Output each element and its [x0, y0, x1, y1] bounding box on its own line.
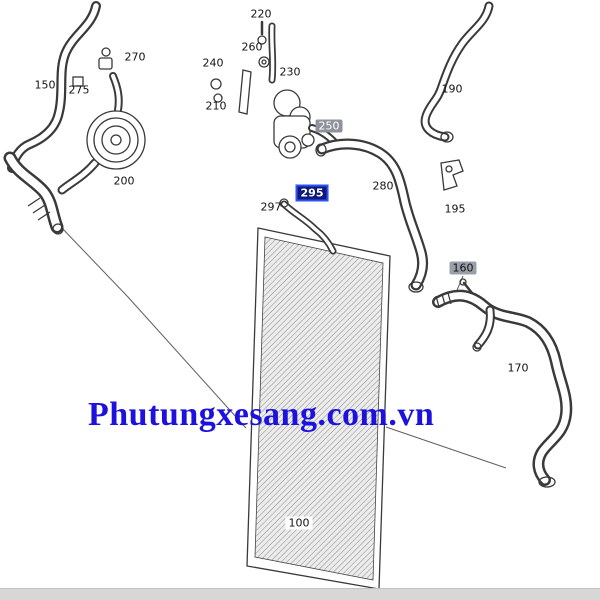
- hose-clamp-270: [98, 47, 113, 70]
- site-watermark: Phutungxesang.com.vn: [88, 396, 435, 433]
- hose-190: [425, 6, 489, 143]
- part-label-160[interactable]: 160: [449, 261, 477, 275]
- hose-297: [279, 198, 333, 251]
- part-label-240[interactable]: 240: [202, 56, 224, 70]
- part-label-100[interactable]: 100: [285, 516, 313, 530]
- part-label-295-selected[interactable]: 295: [295, 184, 329, 202]
- lower-left-hose: [10, 158, 64, 235]
- part-label-170[interactable]: 170: [507, 361, 529, 375]
- part-label-200[interactable]: 200: [113, 174, 135, 188]
- part-label-297[interactable]: 297: [260, 200, 282, 214]
- part-label-260[interactable]: 260: [241, 40, 263, 54]
- bottom-bar: [0, 588, 600, 600]
- washer-260: [258, 56, 270, 68]
- part-label-190[interactable]: 190: [441, 82, 463, 96]
- part-label-230[interactable]: 230: [279, 65, 301, 79]
- part-label-220[interactable]: 220: [250, 7, 272, 21]
- part-label-150[interactable]: 150: [34, 78, 56, 92]
- clip-275: [72, 76, 84, 87]
- hose-assembly-170: [436, 293, 566, 488]
- bracket-240-210: [210, 69, 252, 115]
- bolt-220: [257, 20, 267, 45]
- part-label-270[interactable]: 270: [124, 50, 146, 64]
- bracket-195: [440, 159, 464, 191]
- part-label-195[interactable]: 195: [444, 202, 466, 216]
- part-label-280[interactable]: 280: [372, 179, 394, 193]
- radiator-100: [246, 227, 391, 590]
- hose-280: [315, 144, 423, 293]
- part-label-250[interactable]: 250: [315, 119, 343, 133]
- screw-160: [459, 278, 474, 295]
- thermostat-housing-230: [272, 26, 337, 159]
- part-label-210[interactable]: 210: [205, 99, 227, 113]
- part-label-275[interactable]: 275: [68, 83, 90, 97]
- water-pump-200: [62, 76, 146, 190]
